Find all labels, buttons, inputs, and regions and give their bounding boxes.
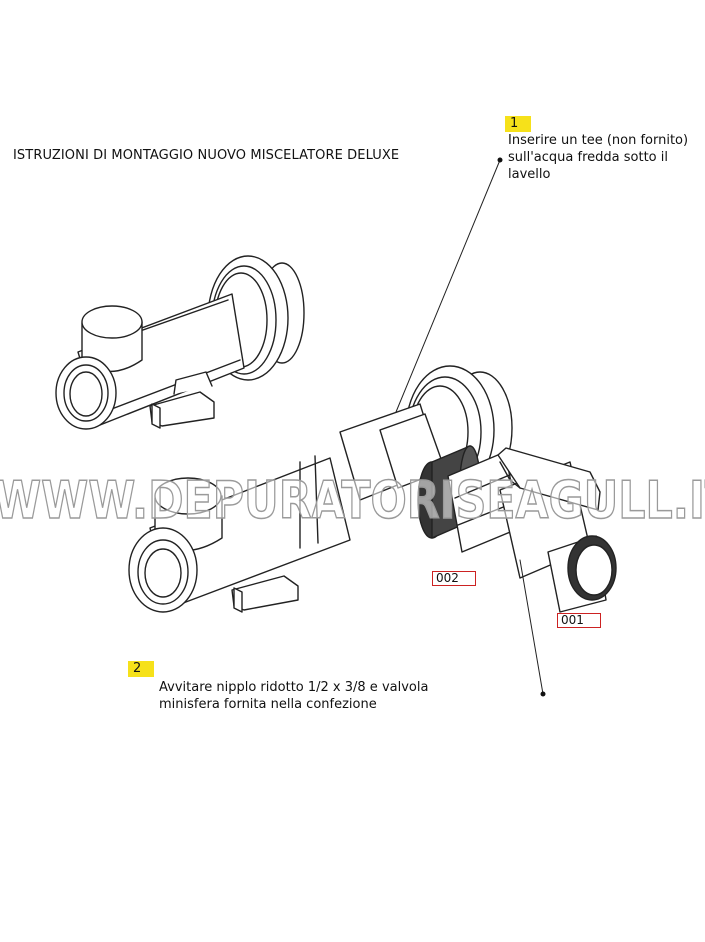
part-label-002: 002 (432, 571, 476, 586)
part-label-001: 001 (557, 613, 601, 628)
step-1-number: 1 (510, 116, 519, 131)
upper-valve-illustration (55, 255, 305, 430)
leader-dot-1 (497, 157, 503, 163)
step-2-text: Avvitare nipplo ridotto 1/2 x 3/8 e valv… (159, 679, 428, 713)
step-1-line-1: Inserire un tee (non fornito) (508, 133, 689, 148)
leader-dot-2 (540, 691, 546, 697)
leader-lines (395, 159, 544, 695)
step-1-badge: 1 (505, 116, 531, 132)
step-2-badge: 2 (128, 661, 154, 677)
step-1-line-3: lavello (508, 167, 551, 182)
step-2-line-1: Avvitare nipplo ridotto 1/2 x 3/8 e valv… (159, 680, 429, 695)
main-valve-illustration (128, 365, 617, 613)
page-title: ISTRUZIONI DI MONTAGGIO NUOVO MISCELATOR… (13, 148, 400, 163)
step-2-number: 2 (133, 661, 142, 676)
step-1-text: Inserire un tee (non fornito) sull'acqua… (508, 132, 688, 183)
step-2-line-2: minisfera fornita nella confezione (159, 697, 377, 712)
step-1-line-2: sull'acqua fredda sotto il (508, 150, 668, 165)
